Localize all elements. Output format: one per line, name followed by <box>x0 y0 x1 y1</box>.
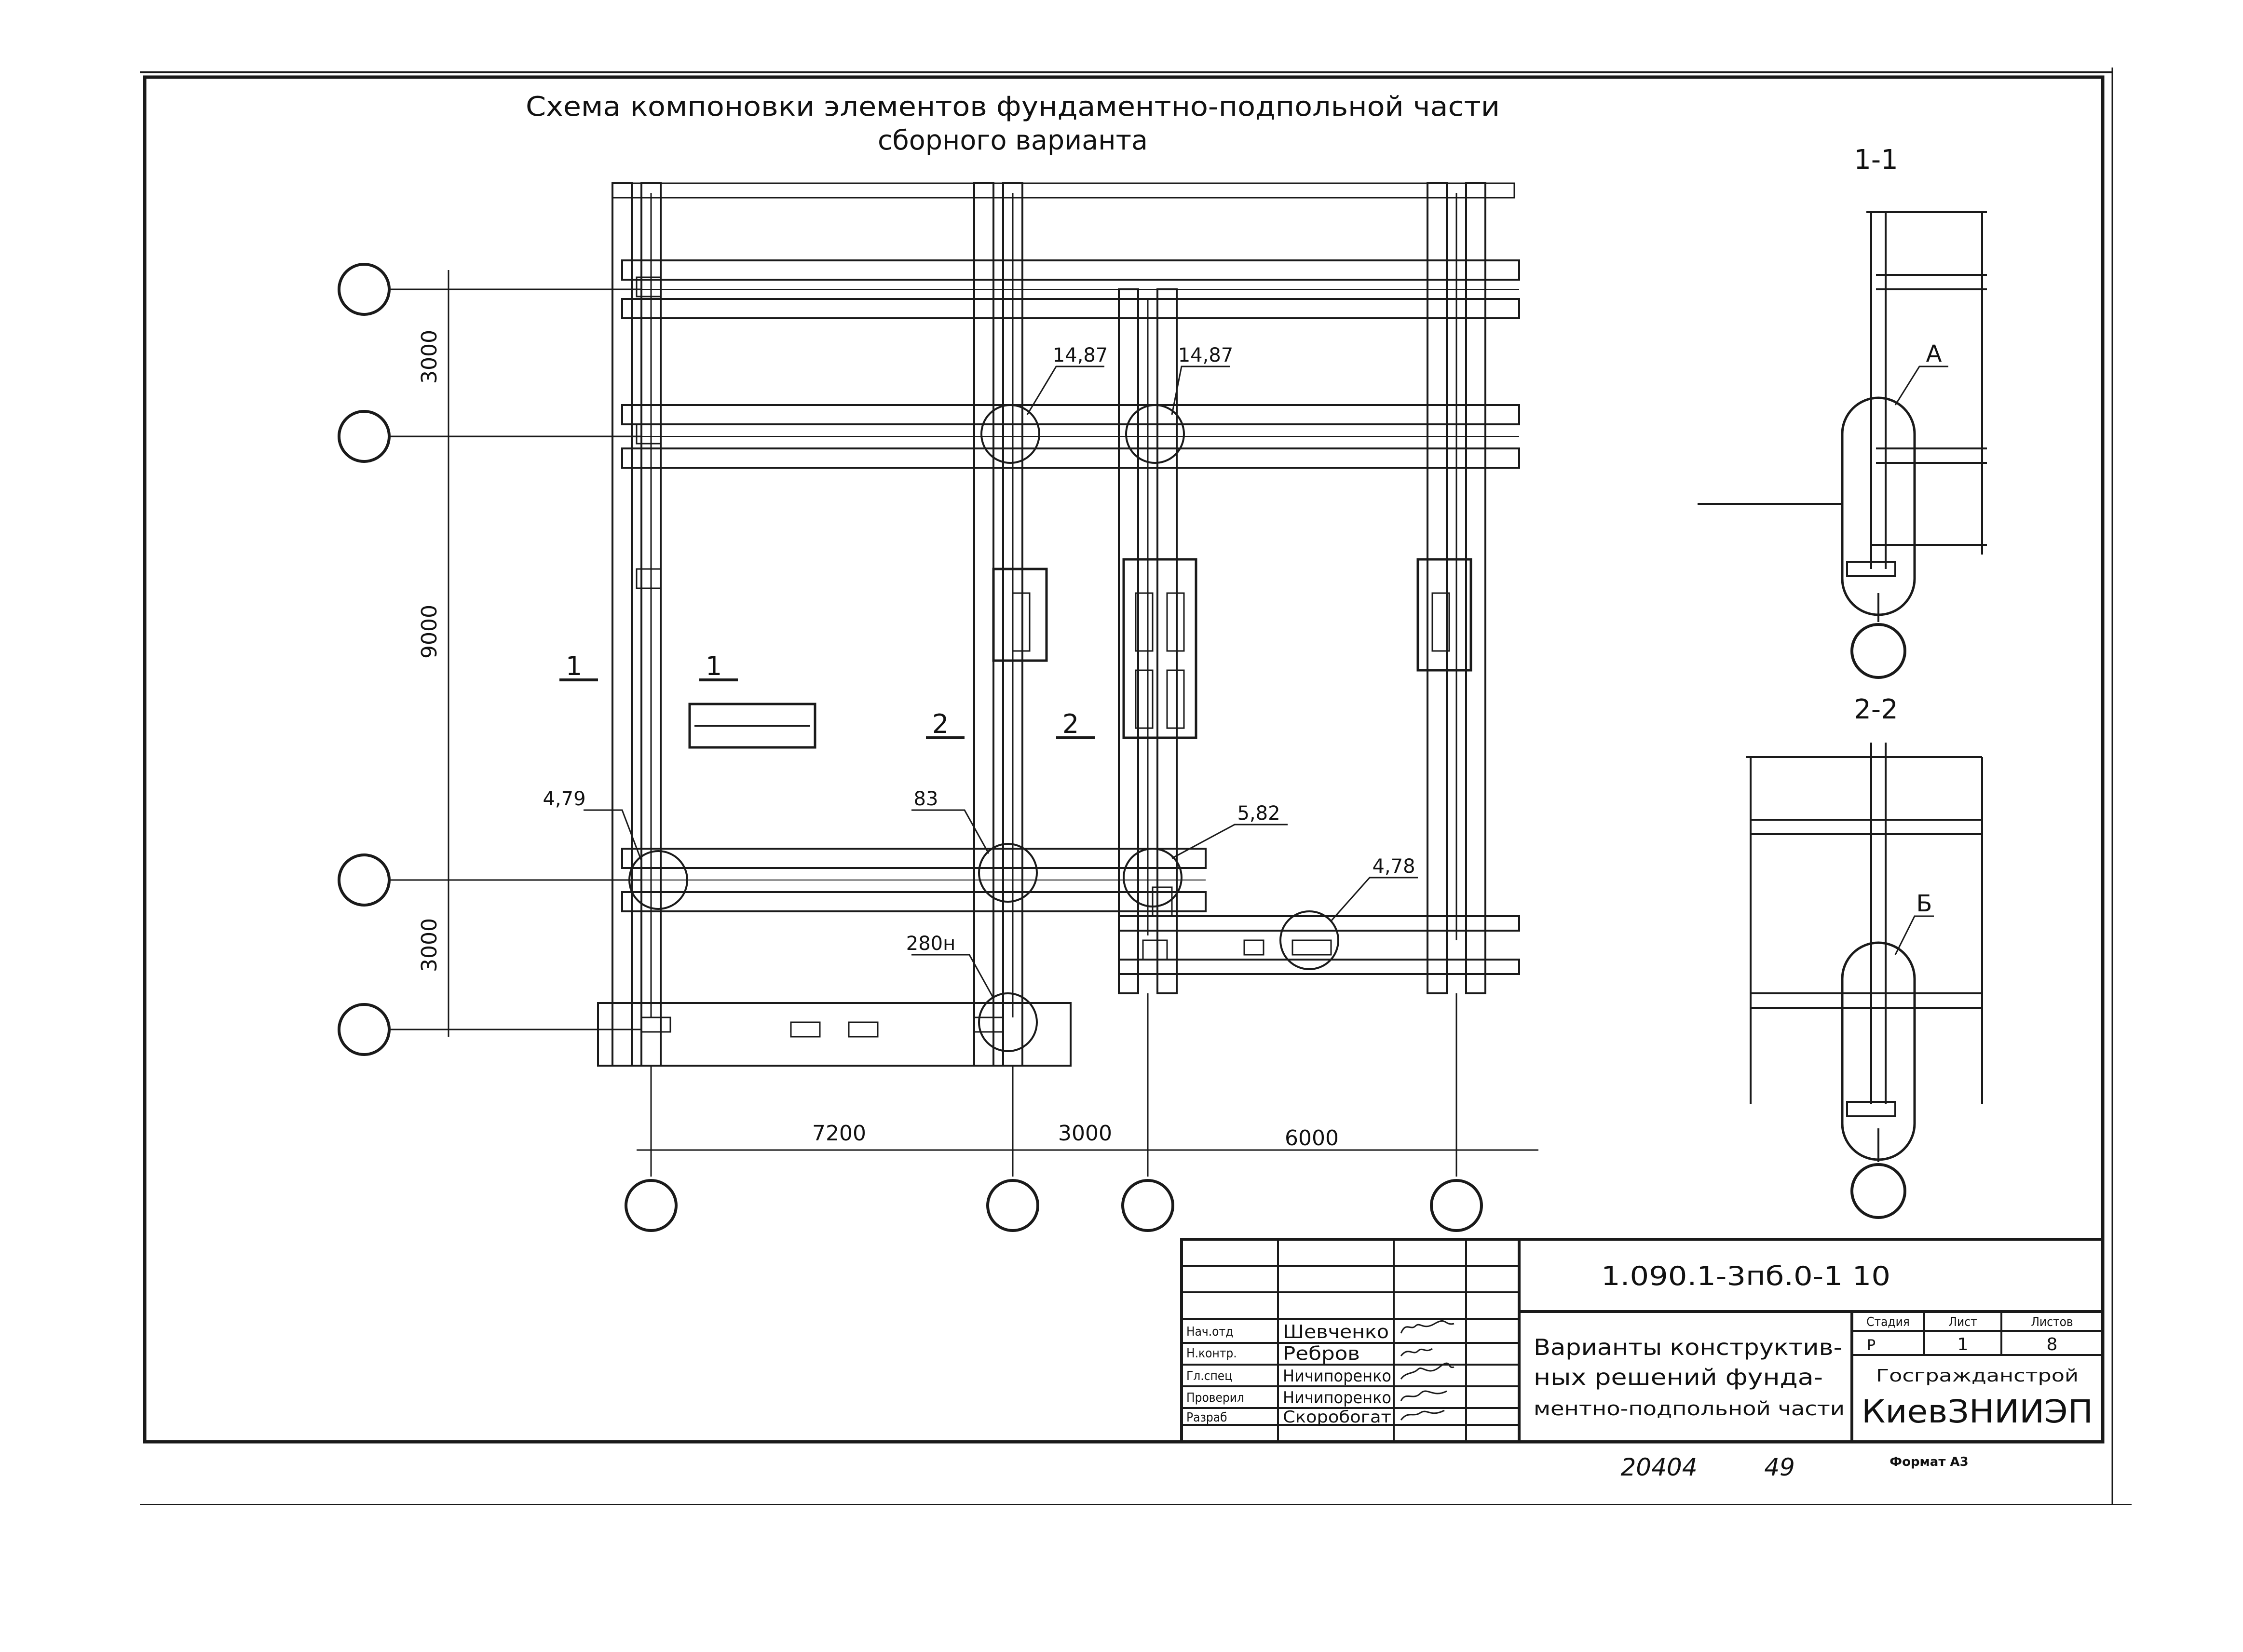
callout-label: 14,87 <box>1053 344 1108 366</box>
section-1-1 <box>1698 211 1987 679</box>
tb-role-1: Н.контр. <box>1186 1346 1237 1361</box>
dim-horizontal-3: 6000 <box>1285 1126 1339 1151</box>
drawing-frame <box>143 75 2105 1444</box>
callout-label: 4,78 <box>1372 855 1415 878</box>
dim-vertical-1: 3000 <box>417 330 442 384</box>
tb-name-2: Ничипоренко <box>1283 1367 1391 1386</box>
tb-role-2: Гл.спец <box>1186 1369 1232 1383</box>
footer-format: Формат А3 <box>1890 1455 1968 1469</box>
callout-label: 5,82 <box>1237 802 1280 825</box>
tb-description-1: Варианты конструктив- <box>1534 1334 1842 1360</box>
callout-label: 280н <box>906 933 956 955</box>
footer-number-1: 20404 <box>1620 1453 1697 1481</box>
node-a-label: А <box>1926 340 1942 367</box>
section-1-1-title: 1-1 <box>1854 144 1898 176</box>
section-mark: 2 <box>932 709 949 739</box>
section-mark: 2 <box>1062 709 1079 739</box>
tb-description-3: ментно-подпольной части <box>1534 1398 1845 1420</box>
signatures <box>1400 1320 1455 1421</box>
title-block <box>1180 1238 2104 1443</box>
tb-col-sheets: Листов <box>2031 1315 2073 1329</box>
tb-name-1: Ребров <box>1283 1343 1360 1364</box>
drawing-title-line2: сборного варианта <box>878 125 1148 156</box>
tb-name-3: Ничипоренко <box>1283 1388 1391 1408</box>
dimension-lines <box>391 270 1538 1177</box>
tb-role-0: Нач.отд <box>1186 1325 1233 1339</box>
tb-col-sheet: Лист <box>1948 1315 1977 1329</box>
section-mark: 1 <box>706 651 722 681</box>
dim-vertical-2: 9000 <box>417 605 442 659</box>
node-b-label: Б <box>1917 890 1932 917</box>
callout-label: 4,79 <box>543 788 585 810</box>
section-2-2 <box>1746 743 1983 1219</box>
callout-label: 83 <box>914 788 938 810</box>
dim-vertical-3: 3000 <box>417 918 442 972</box>
tb-description-2: ных решений фунда- <box>1534 1364 1823 1390</box>
tb-org-2: КиевЗНИИЭП <box>1862 1393 2093 1430</box>
tb-org-1: Госгражданстрой <box>1876 1366 2079 1386</box>
dim-horizontal-2: 3000 <box>1058 1121 1112 1146</box>
drawing-title-line1: Схема компоновки элементов фундаментно-п… <box>526 91 1500 122</box>
document-code: 1.090.1-3пб.0-1 10 <box>1601 1261 1890 1291</box>
tb-sheet: 1 <box>1958 1335 1969 1354</box>
callout-label: 14,87 <box>1178 344 1234 366</box>
section-2-2-title: 2-2 <box>1854 694 1898 725</box>
tb-name-4: Скоробогат <box>1283 1408 1391 1427</box>
dim-horizontal-1: 7200 <box>812 1121 866 1146</box>
section-mark: 1 <box>566 651 582 681</box>
footer-number-2: 49 <box>1764 1453 1795 1481</box>
tb-role-3: Проверил <box>1186 1391 1244 1405</box>
tb-stage: Р <box>1867 1337 1876 1354</box>
tb-role-4: Разраб <box>1186 1410 1227 1425</box>
foundation-plan <box>584 182 1520 1067</box>
tb-sheets: 8 <box>2047 1335 2058 1354</box>
tb-name-0: Шевченко <box>1283 1321 1389 1342</box>
axis-markers <box>338 263 1483 1232</box>
tb-col-stage: Стадия <box>1866 1315 1910 1329</box>
